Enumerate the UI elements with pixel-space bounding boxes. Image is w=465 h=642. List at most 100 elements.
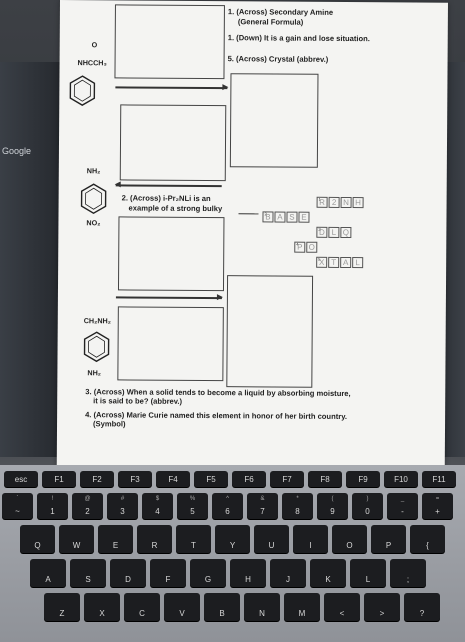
key-label: M: [298, 609, 306, 618]
mol1-oxygen: O: [91, 40, 98, 50]
key-label: +: [435, 507, 440, 516]
keyboard-key: R: [137, 525, 172, 553]
clue-across-2-b: example of a strong bulky: [128, 203, 223, 214]
keyboard-key: F7: [270, 471, 304, 487]
key-label: ;: [406, 575, 410, 584]
clue-across-1: 1. (Across) Secondary Amine: [227, 7, 334, 17]
reaction-arrow-3: [115, 296, 222, 299]
key-label: V: [179, 609, 185, 618]
answer-box-2: [229, 73, 319, 168]
clue-number: 3: [318, 226, 321, 232]
key-label: F8: [320, 475, 330, 484]
keyboard-key: <: [324, 593, 360, 621]
key-label: I: [309, 541, 312, 550]
keyboard-key: {: [410, 525, 445, 553]
crossword-cell: L: [328, 226, 340, 238]
key-shift-label: (: [331, 496, 334, 502]
key-label: -: [401, 507, 404, 516]
keyboard-key: esc: [4, 471, 38, 487]
keyboard-key: (9: [317, 493, 348, 519]
keyboard-key: Z: [44, 593, 80, 621]
key-label: G: [204, 575, 212, 584]
key-shift-label: ^: [226, 496, 229, 502]
crossword-cell: 2: [328, 196, 340, 208]
crossword-cell: S: [286, 211, 298, 223]
keyboard-key: H: [230, 559, 266, 587]
keyboard-key: #3: [107, 493, 138, 519]
keyboard-key: ;: [390, 559, 426, 587]
crossword-cell: O: [306, 241, 318, 253]
key-shift-label: _: [400, 496, 405, 502]
key-label: N: [259, 609, 265, 618]
keyboard-key: _-: [387, 493, 418, 519]
answer-box-4: [117, 216, 225, 292]
keyboard-key: ^6: [212, 493, 243, 519]
keyboard-key: Q: [20, 525, 55, 553]
reaction-arrow-1: [115, 86, 228, 89]
key-label: C: [139, 609, 145, 618]
key-shift-label: @: [84, 496, 91, 502]
key-label: 8: [295, 507, 300, 516]
keyboard-key: D: [110, 559, 146, 587]
key-label: U: [268, 541, 275, 550]
key-label: F7: [282, 475, 292, 484]
key-label: ~: [15, 507, 20, 516]
keyboard-key: F4: [156, 471, 190, 487]
keyboard-key: F2: [80, 471, 114, 487]
keyboard-key: K: [310, 559, 346, 587]
keyboard-key: F1: [42, 471, 76, 487]
key-label: B: [219, 609, 225, 618]
keyboard-key: ?: [404, 593, 440, 621]
keyboard-key: P: [371, 525, 406, 553]
key-label: Z: [59, 609, 65, 618]
keyboard-key: W: [59, 525, 94, 553]
keyboard-key: !1: [37, 493, 68, 519]
key-label: F6: [244, 475, 254, 484]
mol3-bottom: NH₂: [87, 368, 102, 378]
key-label: F3: [130, 475, 140, 484]
key-label: L: [365, 575, 371, 584]
keyboard-key: Y: [215, 525, 250, 553]
key-label: F9: [358, 475, 368, 484]
key-label: S: [85, 575, 91, 584]
key-label: F10: [394, 475, 408, 484]
key-label: F1: [54, 475, 64, 484]
clue-number: 2: [264, 211, 267, 217]
key-shift-label: %: [189, 496, 196, 502]
key-label: <: [339, 609, 345, 618]
key-label: O: [346, 541, 353, 550]
keyboard-key: =+: [422, 493, 453, 519]
keyboard-key: S: [70, 559, 106, 587]
clue-across-4-b: (Symbol): [93, 419, 126, 429]
key-label: F11: [432, 475, 446, 484]
keyboard-key: F6: [232, 471, 266, 487]
crossword-cell: E: [298, 211, 310, 223]
key-label: D: [125, 575, 131, 584]
key-label: F2: [92, 475, 102, 484]
benzene-ring-2: [80, 183, 107, 215]
key-label: 3: [120, 507, 125, 516]
key-label: 1: [50, 507, 55, 516]
mol2-top: NH₂: [86, 166, 101, 176]
keyboard-key: &7: [247, 493, 278, 519]
mol2-bottom: NO₂: [86, 218, 101, 228]
keyboard-key: $4: [142, 493, 173, 519]
keyboard-key: B: [204, 593, 240, 621]
keyboard-key: F10: [384, 471, 418, 487]
crossword-cell: H: [352, 197, 364, 209]
clue-across-3-b: it is said to be? (abbrev.): [93, 396, 183, 406]
key-label: F5: [206, 475, 216, 484]
key-label: E: [112, 541, 119, 550]
crossword-cell: A: [274, 211, 286, 223]
key-label: R: [151, 541, 158, 550]
crossword-cell: N: [340, 196, 352, 209]
keyboard-key: V: [164, 593, 200, 621]
key-label: 5: [190, 507, 195, 516]
key-label: ?: [419, 609, 425, 618]
keyboard-key: `~: [2, 493, 33, 519]
answer-box-1: [114, 4, 225, 80]
keyboard-key: F8: [308, 471, 342, 487]
key-shift-label: =: [435, 496, 440, 502]
